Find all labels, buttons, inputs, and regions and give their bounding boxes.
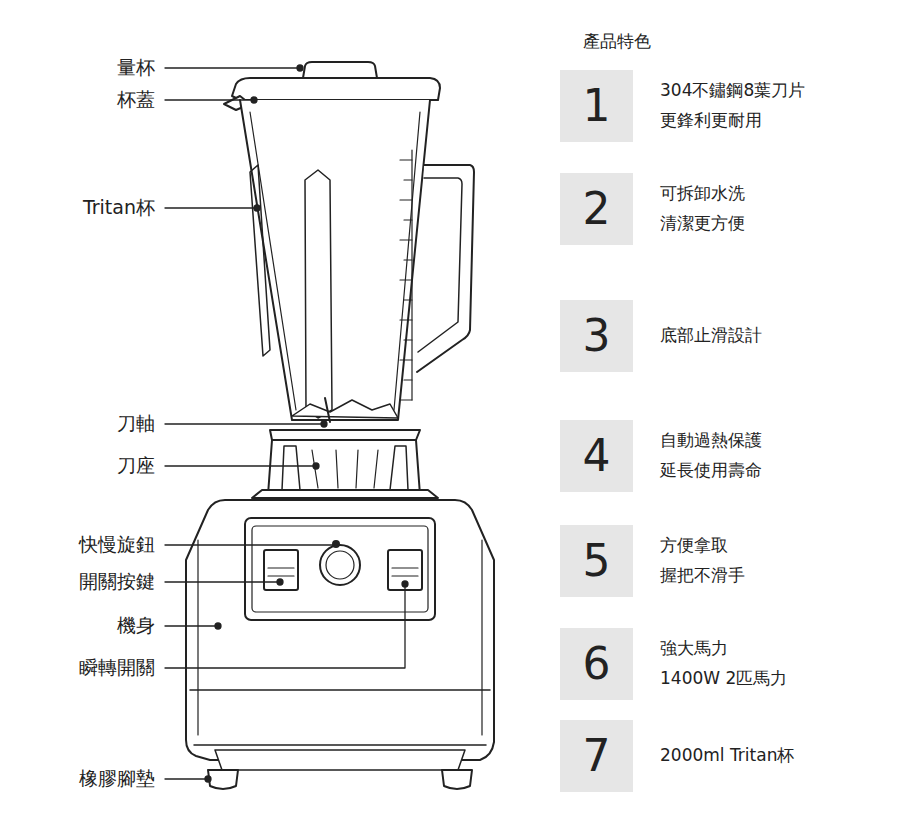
callout-number: 3 [583, 314, 611, 358]
feature-text-column: 304不鏽鋼8葉刀片 更鋒利更耐用 [660, 70, 805, 142]
number-box: 2 [560, 173, 633, 245]
number-box: 5 [560, 525, 633, 597]
part-label: 刀座 [117, 453, 155, 479]
feature-text: 可拆卸水洗 清潔更方便 [660, 179, 745, 239]
part-label: 刀軸 [117, 411, 155, 437]
feature-text: 強大馬力 [660, 634, 787, 664]
feature-item: 5 方便拿取 握把不滑手 [560, 525, 890, 597]
feature-text: 2000ml Tritan杯 [660, 741, 794, 771]
feature-text-column: 自動過熱保護 延長使用壽命 [660, 420, 762, 492]
number-box: 1 [560, 70, 633, 142]
feature-text-column: 方便拿取 握把不滑手 [660, 525, 745, 597]
part-label: 杯蓋 [117, 87, 155, 113]
callout-number: 2 [583, 187, 611, 231]
feature-text-column: 底部止滑設計 [660, 300, 762, 372]
feature-text: 1400W 2匹馬力 [660, 664, 787, 694]
feature-item: 1 304不鏽鋼8葉刀片 更鋒利更耐用 [560, 70, 890, 142]
callout-number: 1 [583, 84, 611, 128]
callout-number: 7 [583, 734, 611, 778]
number-box: 6 [560, 628, 633, 700]
callout-number: 5 [583, 539, 611, 583]
number-box: 7 [560, 720, 633, 792]
callout-number: 6 [583, 642, 611, 686]
feature-text-column: 2000ml Tritan杯 [660, 720, 794, 792]
part-label: 快慢旋鈕 [79, 532, 155, 558]
feature-text: 方便拿取 握把不滑手 [660, 531, 745, 591]
part-label: 機身 [117, 613, 155, 639]
feature-text: 自動過熱保護 延長使用壽命 [660, 426, 762, 486]
callout-number: 4 [583, 434, 611, 478]
part-label: Tritan杯 [83, 195, 155, 221]
page-title: 產品特色 [583, 30, 651, 53]
number-box: 3 [560, 300, 633, 372]
part-label: 橡膠腳墊 [79, 766, 155, 792]
feature-item: 3 底部止滑設計 [560, 300, 890, 372]
number-box: 4 [560, 420, 633, 492]
feature-text: 304不鏽鋼8葉刀片 更鋒利更耐用 [660, 76, 805, 136]
feature-text-column: 可拆卸水洗 清潔更方便 [660, 173, 745, 245]
feature-text: 底部止滑設計 [660, 321, 762, 351]
feature-item: 2 可拆卸水洗 清潔更方便 [560, 173, 890, 245]
feature-text-column: 強大馬力1400W 2匹馬力 [660, 628, 787, 700]
feature-item: 4 自動過熱保護 延長使用壽命 [560, 420, 890, 492]
part-label: 開關按鍵 [79, 569, 155, 595]
feature-item: 6 強大馬力1400W 2匹馬力 [560, 628, 890, 700]
part-label: 量杯 [117, 55, 155, 81]
part-label: 瞬轉開關 [79, 655, 155, 681]
feature-item: 7 2000ml Tritan杯 [560, 720, 890, 792]
